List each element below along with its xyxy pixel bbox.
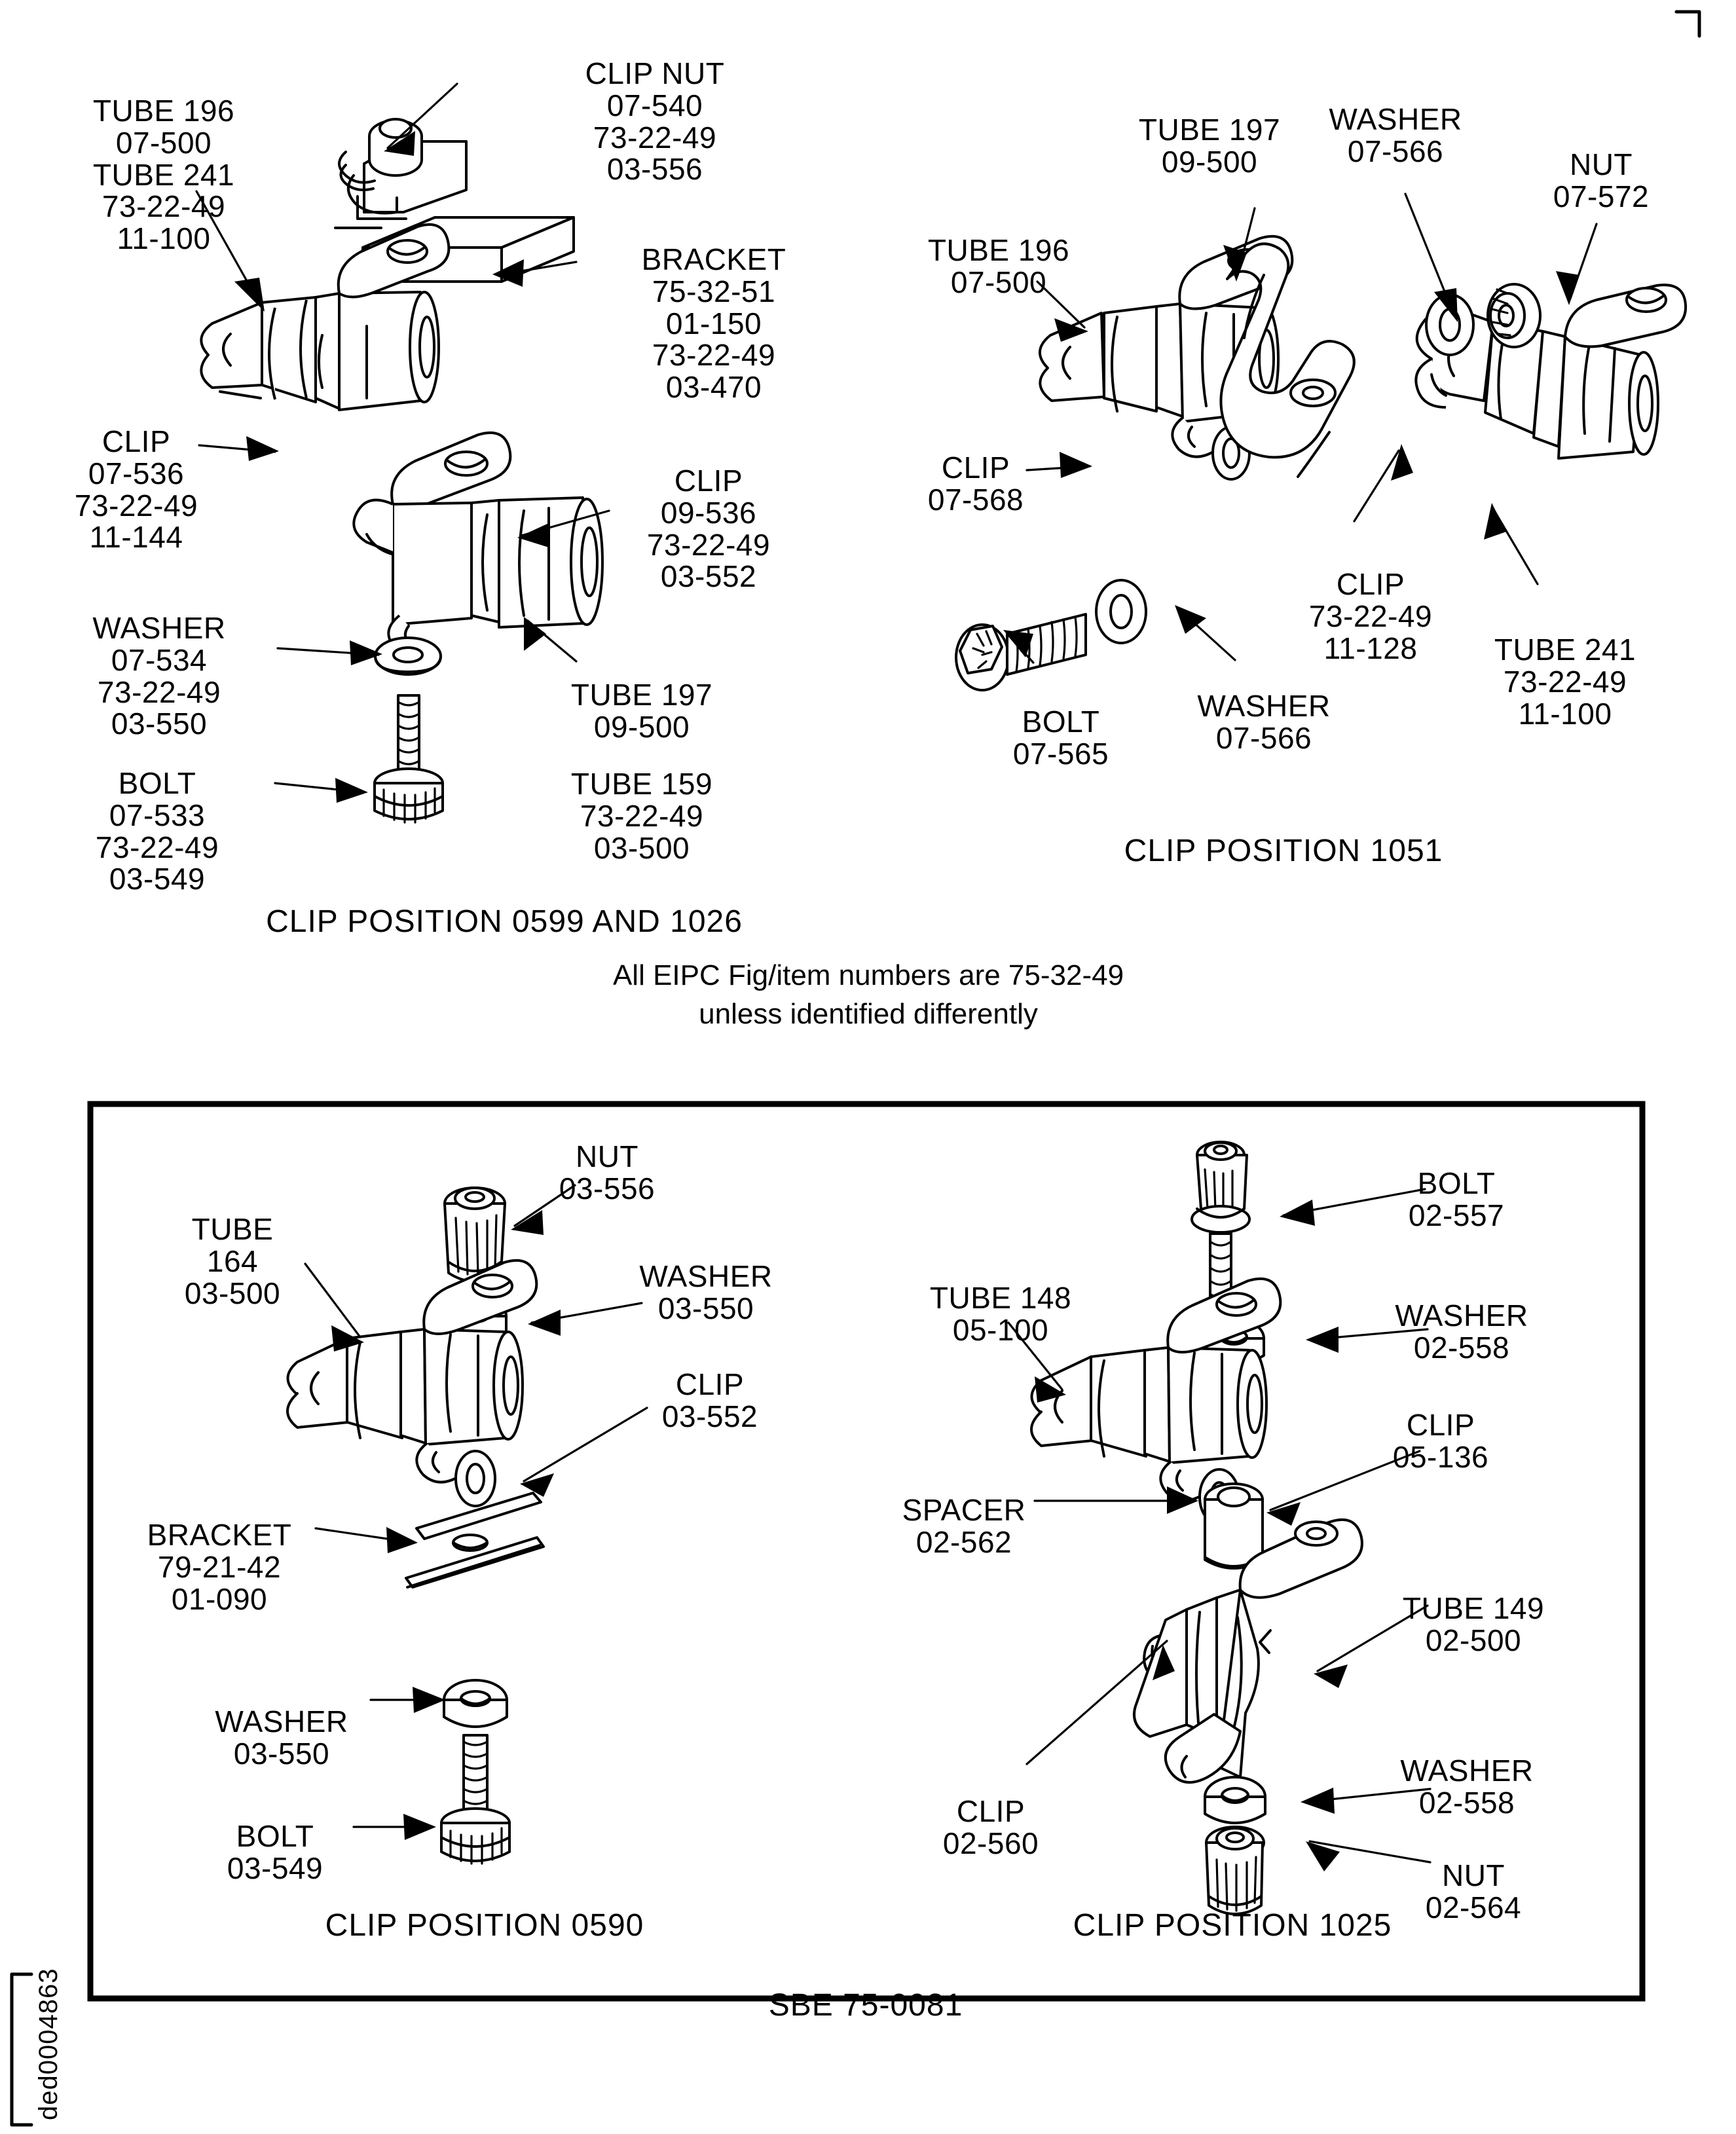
- tube-241-clip-art: [1414, 284, 1688, 460]
- nut-02-564-art: [1205, 1826, 1265, 1915]
- callout-tube-241-11-100: TUBE 241 73-22-49 11-100: [1494, 633, 1636, 731]
- bracket-plate-art: [334, 216, 575, 283]
- arrowheads-panel-0599: [234, 131, 550, 803]
- callout-clip-05-136: CLIP 05-136: [1392, 1408, 1489, 1474]
- callout-washer-03-550-top: WASHER 03-550: [639, 1259, 773, 1325]
- tube-196-clip-07-568-art: [1038, 234, 1294, 481]
- leader-lines-panel-0599: [195, 83, 610, 794]
- callout-washer-07-534: WASHER 07-534 73-22-49 03-550: [92, 611, 226, 741]
- callout-washer-02-558-top: WASHER 02-558: [1395, 1298, 1528, 1365]
- callout-tube-159: TUBE 159 73-22-49 03-500: [570, 767, 713, 865]
- callout-tube-197-09-500-r: TUBE 197 09-500: [1138, 113, 1281, 179]
- tube-196-241-assembly-art: [200, 223, 451, 411]
- callout-tube-196-07-500-r: TUBE 196 07-500: [927, 233, 1070, 299]
- callout-clip-03-552: CLIP 03-552: [661, 1367, 758, 1433]
- callout-bolt-02-557: BOLT 02-557: [1408, 1166, 1505, 1232]
- tube-164-clip-03-552-art: [286, 1259, 538, 1507]
- tube-197-clip-assembly-art: [352, 431, 604, 659]
- leader-lines-panel-1051: [1006, 193, 1598, 664]
- nut-03-556-art: [443, 1187, 506, 1283]
- callout-tube-197-09-500: TUBE 197 09-500: [570, 678, 713, 744]
- callout-washer-07-566-bot: WASHER 07-566: [1197, 689, 1331, 755]
- callout-clip-07-568: CLIP 07-568: [927, 451, 1024, 517]
- callout-washer-02-558-bot: WASHER 02-558: [1400, 1754, 1534, 1820]
- leader-lines-panel-1025: [1007, 1188, 1431, 1864]
- panel-caption-panel-1051: CLIP POSITION 1051: [1124, 834, 1443, 868]
- panel-caption-panel-0599-1026: CLIP POSITION 0599 AND 1026: [266, 904, 743, 939]
- callout-washer-07-566-top: WASHER 07-566: [1329, 102, 1462, 168]
- arrowheads-panel-1025: [1035, 1200, 1348, 1871]
- callout-clip-02-560: CLIP 02-560: [942, 1794, 1039, 1860]
- corner-mark-bottom-left: [10, 1972, 33, 2127]
- callout-tube-149-02-500: TUBE 149 02-500: [1402, 1591, 1545, 1657]
- arrowheads-panel-0590: [331, 1210, 561, 1840]
- washer-07-566-bot-art: [1095, 579, 1147, 644]
- callout-bolt-07-565: BOLT 07-565: [1012, 705, 1109, 771]
- drawing-number: SBE 75-0081: [768, 1988, 963, 2023]
- bolt-07-565-art: [955, 613, 1087, 691]
- callout-tube-148-05-100: TUBE 148 05-100: [929, 1281, 1072, 1347]
- arrowheads-panel-1051: [1003, 245, 1579, 657]
- bolt-02-557-art: [1191, 1141, 1251, 1319]
- callout-bolt-03-549: BOLT 03-549: [227, 1819, 323, 1885]
- callout-nut-07-572: NUT 07-572: [1553, 147, 1650, 213]
- nut-07-572-art: [1487, 283, 1542, 348]
- callout-nut-02-564: NUT 02-564: [1425, 1858, 1522, 1924]
- washer-07-534-art: [374, 636, 442, 676]
- bolt-03-549-art: [440, 1734, 511, 1865]
- leader-lines-panel-0590: [304, 1184, 648, 1828]
- bracket-79-21-42-art: [405, 1492, 545, 1589]
- callout-nut-03-556: NUT 03-556: [559, 1139, 656, 1205]
- panel-caption-panel-1025: CLIP POSITION 1025: [1073, 1908, 1392, 1943]
- washer-07-566-top-art: [1425, 293, 1475, 356]
- tube-149-clip-02-560-art: [1133, 1518, 1363, 1784]
- washer-03-550-bot-art: [443, 1679, 508, 1728]
- general-note: All EIPC Fig/item numbers are 75-32-49 u…: [612, 959, 1124, 1031]
- side-code: ded0004863: [34, 1968, 63, 2120]
- corner-mark-top-right: [1674, 10, 1701, 38]
- washer-03-550-top-art: [442, 1295, 508, 1344]
- callout-clip-nut-07-540: CLIP NUT 07-540 73-22-49 03-556: [585, 56, 725, 187]
- washer-02-558-bot-art: [1204, 1776, 1266, 1824]
- callout-spacer-02-562: SPACER 02-562: [902, 1493, 1026, 1559]
- callout-clip-09-536: CLIP 09-536 73-22-49 03-552: [646, 464, 771, 594]
- callout-bracket-75-32-51: BRACKET 75-32-51 01-150 73-22-49 03-470: [641, 242, 786, 404]
- callout-clip-11-128: CLIP 73-22-49 11-128: [1308, 567, 1433, 665]
- callout-clip-07-536: CLIP 07-536 73-22-49 11-144: [74, 424, 198, 555]
- callout-tube-196-241: TUBE 196 07-500 TUBE 241 73-22-49 11-100: [92, 94, 235, 255]
- callout-bracket-79-21-42: BRACKET 79-21-42 01-090: [147, 1518, 292, 1616]
- spacer-02-562-art: [1204, 1482, 1264, 1570]
- callout-bolt-07-533: BOLT 07-533 73-22-49 03-549: [95, 766, 219, 896]
- clip-nut-art: [338, 118, 468, 220]
- callout-tube-164-03-500: TUBE 164 03-500: [184, 1212, 281, 1310]
- callout-washer-03-550-bot: WASHER 03-550: [215, 1704, 348, 1771]
- bolt-07-533-art: [373, 694, 444, 824]
- elbow-bracket-art: [1219, 242, 1356, 478]
- panel-caption-panel-0590: CLIP POSITION 0590: [325, 1908, 644, 1943]
- washer-02-558-top-art: [1202, 1317, 1265, 1366]
